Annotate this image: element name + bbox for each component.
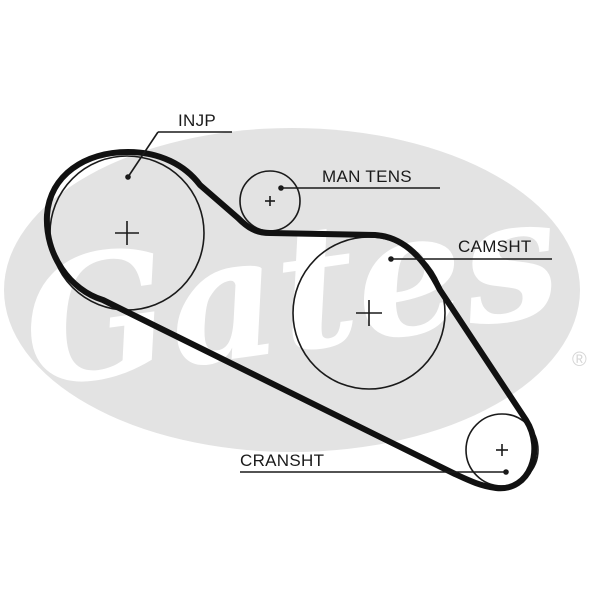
injection-pump-center-cross-icon: [115, 221, 139, 245]
label-man-tens: MAN TENS: [322, 167, 412, 186]
label-camsht: CAMSHT: [458, 237, 532, 256]
man-tens-leader: [278, 185, 440, 191]
registered-mark-icon: ®: [572, 349, 587, 371]
watermark-ellipse: [4, 128, 580, 452]
label-cransht: CRANSHT: [240, 451, 324, 470]
cransht-leader: [240, 469, 509, 475]
crankshaft-center-cross-icon: [496, 444, 508, 456]
timing-belt: [43, 149, 538, 492]
camsht-leader: [388, 256, 552, 262]
injp-leader: [125, 131, 232, 180]
manual-tensioner-center-cross-icon: [265, 196, 275, 206]
label-injp: INJP: [178, 111, 216, 130]
camshaft-center-cross-icon: [356, 300, 382, 326]
gates-logo-watermark: Gates ®: [4, 128, 587, 452]
